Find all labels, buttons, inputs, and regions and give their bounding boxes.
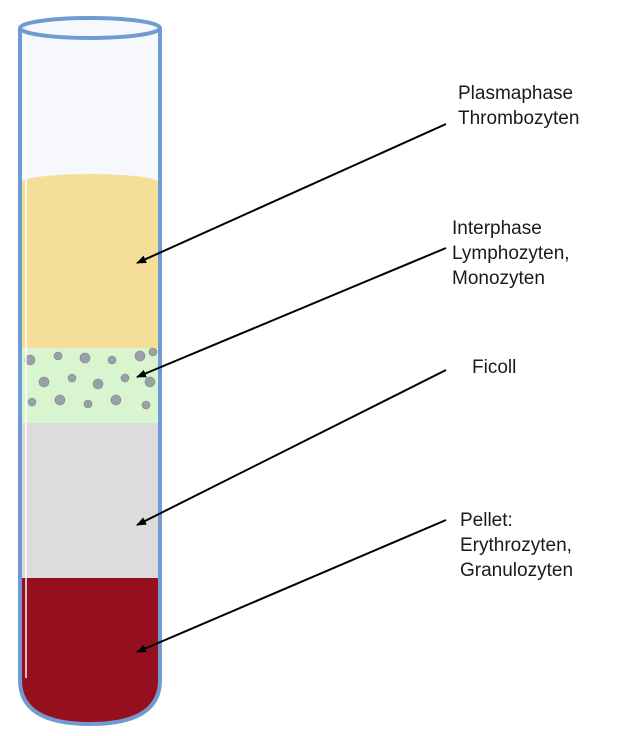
label-interphase: Interphase Lymphozyten, Monozyten	[452, 216, 570, 291]
tube-rim	[20, 18, 160, 38]
cell	[111, 395, 121, 405]
cell	[135, 351, 145, 361]
arrow-pellet	[137, 520, 446, 652]
cell	[39, 377, 49, 387]
label-pellet-line3: Granulozyten	[460, 558, 573, 583]
arrow-ficoll	[137, 370, 446, 525]
plasma-layer	[18, 183, 163, 348]
label-interphase-line2: Lymphozyten,	[452, 241, 570, 266]
cell	[121, 374, 129, 382]
cell	[142, 401, 150, 409]
cell	[80, 353, 90, 363]
arrow-interphase	[137, 248, 446, 377]
arrow-plasma	[137, 124, 446, 263]
cell	[93, 379, 103, 389]
label-interphase-line1: Interphase	[452, 216, 570, 241]
plasma-top-surface	[20, 174, 160, 192]
label-ficoll: Ficoll	[472, 355, 516, 380]
cell	[84, 400, 92, 408]
label-ficoll-line1: Ficoll	[472, 355, 516, 380]
cell	[28, 398, 36, 406]
cell	[145, 377, 155, 387]
label-pellet: Pellet: Erythrozyten, Granulozyten	[460, 508, 573, 583]
cell	[68, 374, 76, 382]
label-pellet-line2: Erythrozyten,	[460, 533, 573, 558]
label-plasmaphase-line2: Thrombozyten	[458, 106, 579, 131]
cell	[149, 348, 157, 356]
label-plasmaphase-line1: Plasmaphase	[458, 81, 579, 106]
cell	[55, 395, 65, 405]
ficoll-layer	[18, 418, 163, 578]
annotation-arrows	[137, 124, 446, 652]
cell	[108, 356, 116, 364]
pellet-layer	[18, 575, 163, 730]
label-interphase-line3: Monozyten	[452, 266, 570, 291]
test-tube	[18, 18, 163, 730]
label-plasmaphase: Plasmaphase Thrombozyten	[458, 81, 579, 131]
cell	[54, 352, 62, 360]
label-pellet-line1: Pellet:	[460, 508, 573, 533]
